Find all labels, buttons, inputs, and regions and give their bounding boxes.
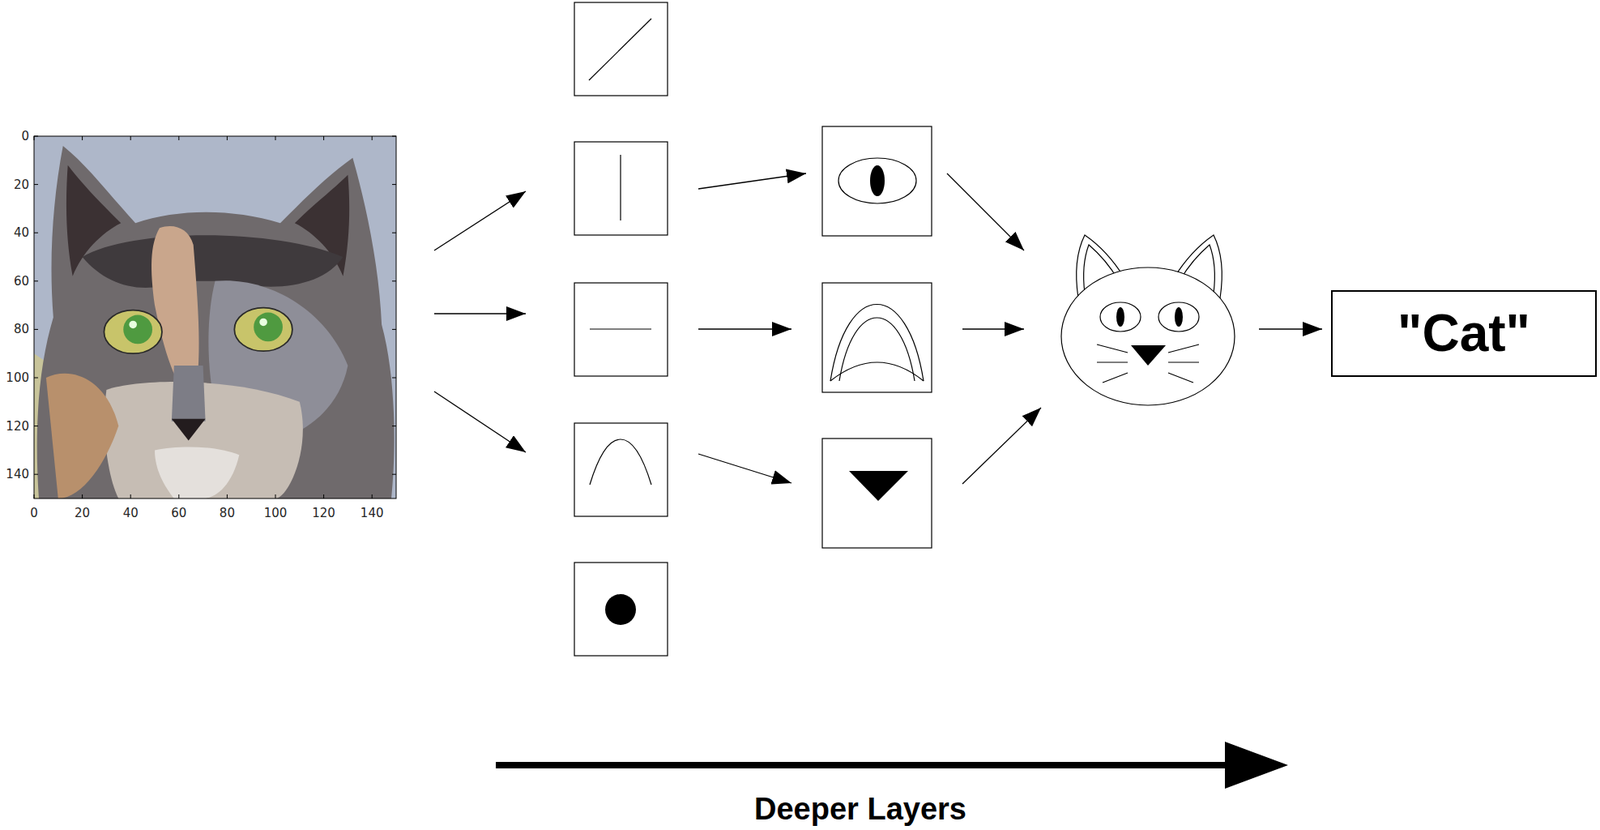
feature-box [574, 282, 668, 376]
cat-eye [234, 307, 293, 352]
feature-box [574, 422, 668, 517]
part-box [822, 438, 932, 548]
feature-box [574, 2, 668, 96]
drawn-pupil [1116, 307, 1125, 327]
diagonal-edge-feature [588, 18, 652, 81]
flow-arrow [962, 328, 1024, 329]
feature-frame [574, 562, 668, 656]
cat-head [37, 145, 395, 499]
horizontal-edge-feature [589, 328, 652, 329]
ear-part [830, 362, 924, 381]
vertical-edge-feature [619, 154, 621, 221]
depth-arrowhead [1224, 741, 1289, 789]
axis-tick-label: 80 [13, 323, 30, 336]
photo-background [34, 136, 397, 499]
drawn-nose [1130, 345, 1166, 366]
axis-tick-label: 20 [13, 178, 30, 191]
drawn-eye [1158, 302, 1199, 332]
cat-fur [46, 373, 119, 499]
flow-arrows [434, 173, 1323, 484]
cat-photo [34, 136, 397, 499]
part-box [822, 282, 932, 393]
ear-part [839, 317, 915, 381]
flow-arrow [947, 173, 1024, 251]
feature-frame [574, 141, 668, 235]
drawn-face [1061, 267, 1235, 406]
axis-ticks [34, 136, 397, 499]
cat-eye [103, 310, 163, 355]
flow-arrow [434, 391, 526, 453]
feature-frame [574, 422, 668, 517]
part-frame [822, 126, 932, 236]
part-frame [822, 438, 932, 548]
eye-part [838, 157, 917, 204]
axis-tick-label: 40 [13, 226, 30, 239]
axis-tick-label: 60 [13, 274, 30, 287]
nose-part [849, 470, 909, 501]
blob-feature [605, 593, 636, 625]
eye-highlight [259, 318, 268, 327]
cat-fur [82, 234, 344, 288]
axis-tick-label: 0 [21, 130, 30, 143]
axis-tick-label: 120 [311, 507, 336, 520]
output-box: "Cat" [1331, 290, 1597, 377]
part-box [822, 126, 932, 236]
curve-feature [589, 439, 652, 485]
flow-arrow [698, 173, 807, 189]
axis-tick-label: 120 [5, 419, 30, 432]
feature-frame [574, 2, 668, 96]
flow-arrow [698, 328, 792, 329]
axis-tick-label: 140 [5, 468, 30, 481]
depth-arrow [495, 761, 1232, 768]
cat-iris [253, 312, 283, 342]
axis-tick-label: 20 [74, 507, 90, 520]
flow-arrow [698, 453, 792, 483]
axis-tick-label: 100 [264, 507, 288, 520]
flow-arrow [434, 312, 526, 314]
axis-caption: Deeper Layers [754, 793, 967, 824]
ear-part [830, 304, 924, 382]
drawn-pupil [1174, 307, 1183, 327]
eye-highlight [128, 320, 137, 329]
cat-nose [171, 418, 206, 441]
axis-tick-label: 100 [5, 371, 30, 384]
feature-box [574, 562, 668, 656]
cat-iris [123, 315, 153, 345]
feature-frame [574, 282, 668, 376]
flow-arrow [434, 191, 526, 251]
cat-face-drawing [1061, 234, 1235, 406]
axes-frame [34, 136, 397, 499]
part-frame [822, 282, 932, 393]
pupil-part [870, 165, 885, 197]
axis-tick-label: 140 [360, 507, 384, 520]
drawn-whiskers [1096, 344, 1199, 383]
feature-box [574, 141, 668, 235]
axis-tick-label: 40 [123, 507, 139, 520]
axis-tick-label: 80 [219, 507, 235, 520]
axis-tick-label: 60 [170, 507, 187, 520]
cat-chin [154, 446, 239, 499]
drawn-eye [1100, 302, 1141, 332]
axis-tick-label: 0 [29, 507, 39, 520]
flow-arrow [1258, 328, 1323, 329]
cat-nose-bridge [171, 365, 206, 422]
class-label: "Cat" [1397, 304, 1531, 362]
flow-arrow [962, 407, 1042, 484]
